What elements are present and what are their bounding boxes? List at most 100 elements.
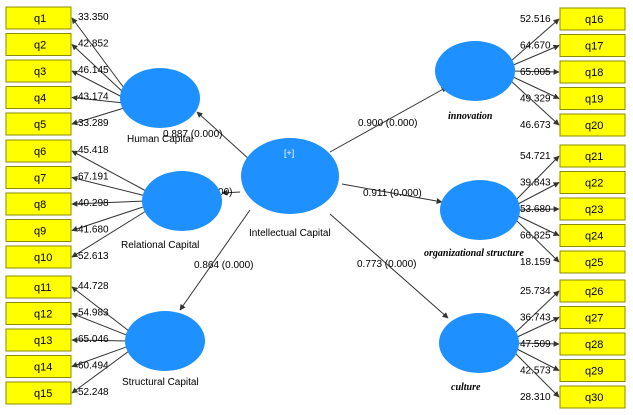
construct-structural-capital[interactable] bbox=[125, 311, 205, 371]
loading-arrow-q20 bbox=[510, 80, 560, 126]
loading-value-q10: 52.613 bbox=[78, 251, 109, 262]
loading-value-q21: 54.721 bbox=[520, 151, 551, 162]
indicator-box-q28[interactable] bbox=[559, 332, 626, 356]
indicator-label-q25: q25 bbox=[585, 257, 603, 269]
loading-value-q2: 42.852 bbox=[78, 39, 109, 50]
loading-arrow-q6 bbox=[71, 150, 147, 192]
loading-value-q11: 44.728 bbox=[78, 281, 109, 292]
indicator-label-q3: q3 bbox=[34, 66, 46, 78]
loading-arrow-q26 bbox=[514, 290, 560, 334]
loading-arrow-q19 bbox=[510, 75, 560, 99]
indicator-box-q19[interactable] bbox=[559, 87, 626, 110]
loading-arrow-q29 bbox=[514, 347, 560, 371]
loading-value-q28: 47.509 bbox=[520, 339, 551, 350]
loading-value-q25: 18.159 bbox=[520, 257, 551, 268]
indicator-box-q30[interactable] bbox=[559, 385, 626, 409]
construct-label-culture: culture bbox=[451, 382, 481, 393]
construct-relational-capital[interactable] bbox=[142, 171, 222, 231]
indicator-box-q29[interactable] bbox=[559, 359, 626, 382]
construct-label-org: organizational structure bbox=[424, 248, 524, 259]
indicator-box-q24[interactable] bbox=[559, 224, 626, 247]
loading-value-q16: 52.516 bbox=[520, 14, 551, 25]
loading-value-q8: 40.298 bbox=[78, 198, 109, 209]
indicator-label-q12: q12 bbox=[34, 309, 52, 321]
path-arrow-structural bbox=[179, 209, 251, 311]
indicator-box-q12[interactable] bbox=[5, 302, 72, 325]
indicator-label-q23: q23 bbox=[585, 204, 603, 216]
indicator-box-q26[interactable] bbox=[559, 279, 626, 303]
indicator-label-q14: q14 bbox=[34, 362, 52, 374]
indicator-box-q8[interactable] bbox=[5, 192, 72, 216]
indicator-box-q23[interactable] bbox=[559, 197, 626, 221]
indicator-box-q14[interactable] bbox=[5, 355, 72, 378]
indicator-box-q16[interactable] bbox=[559, 7, 626, 31]
loading-arrow-q2 bbox=[71, 44, 125, 94]
construct-label-relational: Relational Capital bbox=[121, 240, 199, 251]
indicator-box-q11[interactable] bbox=[5, 275, 72, 299]
loading-arrow-q18 bbox=[510, 68, 560, 75]
loading-value-q5: 33.289 bbox=[78, 118, 109, 129]
path-arrow-org bbox=[341, 183, 443, 204]
indicator-box-q13[interactable] bbox=[5, 328, 72, 352]
loading-arrow-q11 bbox=[71, 286, 130, 332]
indicator-label-q13: q13 bbox=[34, 335, 52, 347]
path-coef-org: 0.911 (0.000) bbox=[363, 188, 422, 199]
indicator-box-q27[interactable] bbox=[559, 306, 626, 329]
loading-value-q6: 45.418 bbox=[78, 145, 109, 156]
loading-value-q27: 36.743 bbox=[520, 313, 551, 324]
indicator-box-q2[interactable] bbox=[5, 33, 72, 56]
indicator-box-q17[interactable] bbox=[559, 34, 626, 57]
loading-value-q9: 41.680 bbox=[78, 225, 109, 236]
loading-value-q1: 33.350 bbox=[78, 12, 109, 23]
indicator-box-q21[interactable] bbox=[559, 144, 626, 168]
indicator-label-q22: q22 bbox=[585, 178, 603, 190]
indicator-label-q30: q30 bbox=[585, 392, 603, 404]
construct-culture[interactable] bbox=[439, 313, 519, 373]
loading-arrow-q13 bbox=[71, 337, 130, 344]
indicator-box-q7[interactable] bbox=[5, 166, 72, 189]
indicator-label-q2: q2 bbox=[34, 40, 46, 52]
indicator-box-q4[interactable] bbox=[5, 86, 72, 109]
loading-value-q23: 53.680 bbox=[520, 204, 551, 215]
loading-arrow-q5 bbox=[71, 107, 125, 126]
loading-arrow-q12 bbox=[71, 312, 130, 337]
construct-intellectual-capital[interactable] bbox=[241, 138, 339, 214]
indicator-box-q5[interactable] bbox=[5, 112, 72, 136]
expand-toggle[interactable]: [+] bbox=[284, 148, 294, 158]
construct-human-capital[interactable] bbox=[120, 68, 200, 128]
loading-arrow-q30 bbox=[514, 352, 560, 398]
indicator-box-q3[interactable] bbox=[5, 59, 72, 83]
path-coef-human: 0.887 (0.000) bbox=[163, 129, 223, 140]
construct-label-intellectual: Intellectual Capital bbox=[249, 228, 331, 239]
loading-arrow-q3 bbox=[71, 70, 125, 99]
construct-innovation[interactable] bbox=[435, 41, 515, 101]
indicator-label-q8: q8 bbox=[34, 199, 46, 211]
loading-value-q3: 46.145 bbox=[78, 65, 109, 76]
loading-value-q24: 66.825 bbox=[520, 231, 551, 242]
indicator-box-q25[interactable] bbox=[559, 250, 626, 274]
path-arrow-culture bbox=[329, 213, 449, 319]
loading-arrow-q27 bbox=[514, 317, 560, 339]
indicator-label-q29: q29 bbox=[585, 366, 603, 378]
indicator-box-q20[interactable] bbox=[559, 113, 626, 137]
indicator-box-q10[interactable] bbox=[5, 245, 72, 269]
construct-label-innovation: innovation bbox=[448, 111, 493, 122]
indicator-label-q20: q20 bbox=[585, 120, 603, 132]
indicator-box-q6[interactable] bbox=[5, 139, 72, 163]
loading-arrow-q17 bbox=[510, 44, 560, 67]
indicator-box-q1[interactable] bbox=[5, 6, 72, 30]
loading-value-q4: 43.174 bbox=[78, 92, 109, 103]
loading-value-q14: 60.494 bbox=[78, 361, 109, 372]
indicator-box-q18[interactable] bbox=[559, 60, 626, 84]
loading-arrow-q10 bbox=[71, 210, 147, 258]
indicator-box-q9[interactable] bbox=[5, 219, 72, 242]
loading-arrow-q7 bbox=[71, 175, 147, 197]
indicator-box-q22[interactable] bbox=[559, 171, 626, 194]
construct-organizational-structure[interactable] bbox=[440, 180, 520, 240]
loading-value-q13: 65.046 bbox=[78, 334, 109, 345]
indicator-label-q27: q27 bbox=[585, 313, 603, 325]
indicator-box-q15[interactable] bbox=[5, 381, 72, 405]
indicator-label-q21: q21 bbox=[585, 151, 603, 163]
